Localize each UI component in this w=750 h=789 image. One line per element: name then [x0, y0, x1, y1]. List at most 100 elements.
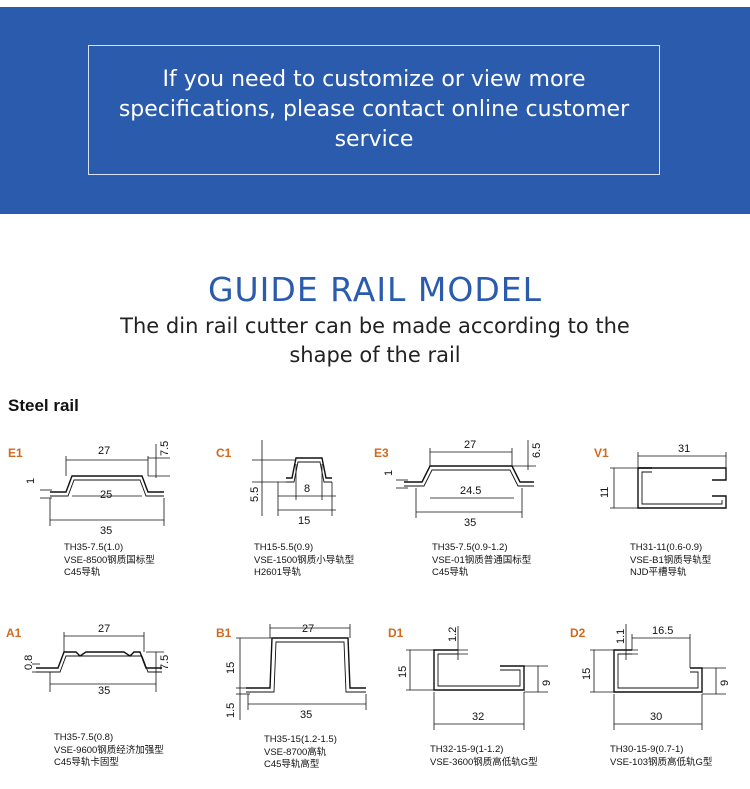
rail-drawing-d2: 1.1 16.5 15 9 30 [581, 624, 731, 730]
rail-profile-inner [36, 655, 162, 673]
dim-label: 35 [464, 517, 476, 529]
dim-label: 1.5 [225, 703, 237, 718]
dim-label: 35 [100, 525, 112, 537]
dim-label: 5.5 [249, 487, 261, 502]
caption-line: TH35-15(1.2-1.5) [264, 734, 337, 745]
dim-label: 1.1 [615, 629, 627, 644]
dim-label: 9 [541, 680, 553, 686]
dim-label: 7.5 [159, 441, 171, 456]
caption-line: VSE-B1钢质导轨型 [630, 554, 712, 566]
page-title: GUIDE RAIL MODEL [207, 270, 543, 309]
caption-line: NJD平槽导轨 [630, 567, 687, 578]
caption-line: TH15-5.5(0.9) [254, 542, 314, 553]
banner-message: If you need to customize or view more sp… [118, 67, 630, 152]
rail-card-e1: E1 27 7.5 1 25 35 TH35-7.5(1.0) VSE-8500… [8, 436, 188, 611]
rail-drawing-c1: 5.5 8 15 [249, 440, 336, 527]
dim-label: 1.2 [447, 627, 459, 642]
rail-code: B1 [216, 626, 232, 640]
rail-code: C1 [216, 446, 232, 460]
rail-code: E3 [374, 446, 389, 460]
rail-profile [246, 637, 366, 689]
rail-code: D2 [570, 626, 586, 640]
rail-caption: TH32-15-9(1-1.2) VSE-3600钢质高低轨G型 [430, 744, 538, 769]
rail-profile-inner [641, 471, 723, 505]
dim-label: 0.8 [23, 655, 35, 670]
dim-label: 15 [298, 515, 310, 527]
section-label: Steel rail [8, 396, 79, 415]
dim-label: 1 [25, 478, 37, 484]
rail-code: A1 [6, 626, 22, 640]
rail-card-d2: D2 1.1 16.5 15 9 30 TH30-15-9(0.7-1) VSE… [570, 620, 750, 789]
dim-label: 11 [599, 487, 611, 498]
dim-label: 15 [225, 662, 237, 674]
caption-line: C45导轨卡固型 [54, 757, 119, 768]
dim-label: 27 [464, 439, 476, 451]
rail-caption: TH30-15-9(0.7-1) VSE-103钢质高低轨G型 [610, 744, 712, 769]
rail-profile [286, 457, 332, 479]
rail-drawing-a1: 27 0.8 7.5 35 [23, 623, 171, 697]
dim-label: 30 [650, 711, 662, 723]
rail-profile [613, 649, 703, 693]
rail-caption: TH35-7.5(0.9-1.2) VSE-01钢质普通国标型 C45导轨 [432, 542, 531, 580]
rail-code: D1 [388, 626, 404, 640]
dim-label: 6.5 [531, 443, 543, 458]
rail-profile-inner [617, 653, 699, 689]
dim-label: 27 [302, 623, 314, 635]
rail-caption: TH31-11(0.6-0.9) VSE-B1钢质导轨型 NJD平槽导轨 [630, 542, 711, 580]
caption-line: VSE-8700高轨 [264, 746, 327, 758]
rail-card-v1: V1 31 11 TH31-11(0.6-0.9) VSE-B1钢质导轨型 NJ… [594, 436, 750, 611]
rail-caption: TH35-15(1.2-1.5) VSE-8700高轨 C45导轨高型 [264, 734, 337, 772]
dim-label: 31 [678, 443, 690, 455]
caption-line: TH35-7.5(0.9-1.2) [432, 542, 508, 553]
dim-label: 8 [304, 483, 310, 495]
rail-drawing-b1: 27 15 1.5 35 [225, 623, 367, 721]
caption-line: C45导轨高型 [264, 759, 320, 770]
caption-line: VSE-8500钢质国标型 [64, 554, 155, 566]
rail-drawing-e1: 27 7.5 1 25 35 [25, 441, 171, 537]
caption-line: C45导轨 [64, 567, 101, 578]
caption-line: TH30-15-9(0.7-1) [610, 744, 684, 755]
rail-profile [433, 649, 525, 691]
rail-profile-top [638, 467, 727, 481]
dim-label: 16.5 [652, 625, 673, 637]
rail-profile [637, 467, 727, 509]
rail-card-d1: D1 1.2 15 9 32 TH32-15-9(1-1.2) VSE-3600… [388, 620, 568, 789]
dim-label: 32 [472, 711, 484, 723]
caption-line: TH32-15-9(1-1.2) [430, 744, 504, 755]
caption-line: TH35-7.5(0.8) [54, 732, 114, 743]
contact-banner: If you need to customize or view more sp… [0, 7, 750, 214]
rail-card-a1: A1 27 0.8 7.5 35 TH35-7.5(0.8) VSE-9600钢… [6, 620, 186, 789]
rail-code: E1 [8, 446, 23, 460]
caption-line: TH35-7.5(1.0) [64, 542, 124, 553]
banner-message-box: If you need to customize or view more sp… [88, 45, 660, 175]
dim-label: 15 [397, 666, 409, 678]
rail-drawing-d1: 1.2 15 9 32 [397, 626, 553, 730]
caption-line: VSE-1500钢质小导轨型 [254, 554, 355, 566]
caption-line: TH31-11(0.6-0.9) [630, 542, 703, 553]
dim-label: 25 [100, 489, 112, 501]
dim-label: 1 [383, 470, 395, 476]
rail-card-e3: E3 27 6.5 1 24.5 35 TH35-7.5(0.9-1.2) VS… [374, 436, 554, 611]
dim-label: 9 [719, 680, 731, 686]
rail-card-b1: B1 27 15 1.5 35 TH35-15(1.2-1.5) VSE-870… [216, 620, 396, 789]
rail-profile-inner [246, 641, 366, 693]
caption-line: VSE-3600钢质高低轨G型 [430, 756, 538, 768]
dim-label: 24.5 [460, 485, 481, 497]
rail-profile-inner [286, 461, 332, 483]
rail-profile [50, 475, 164, 493]
rail-profile [36, 651, 162, 669]
rail-caption: TH35-7.5(0.8) VSE-9600钢质经济加强型 C45导轨卡固型 [54, 732, 164, 770]
caption-line: C45导轨 [432, 567, 469, 578]
rail-profile [404, 465, 534, 483]
rail-profile-inner [50, 479, 164, 497]
rail-caption: TH35-7.5(1.0) VSE-8500钢质国标型 C45导轨 [64, 542, 155, 580]
rail-profile-inner [437, 653, 521, 687]
caption-line: VSE-103钢质高低轨G型 [610, 756, 713, 768]
dim-label: 27 [98, 623, 110, 635]
caption-line: VSE-9600钢质经济加强型 [54, 744, 164, 756]
page-subtitle: The din rail cutter can be made accordin… [120, 314, 630, 367]
dim-label: 7.5 [159, 655, 171, 670]
caption-line: VSE-01钢质普通国标型 [432, 554, 532, 566]
dim-label: 35 [300, 709, 312, 721]
rail-profile-inner [404, 469, 534, 487]
